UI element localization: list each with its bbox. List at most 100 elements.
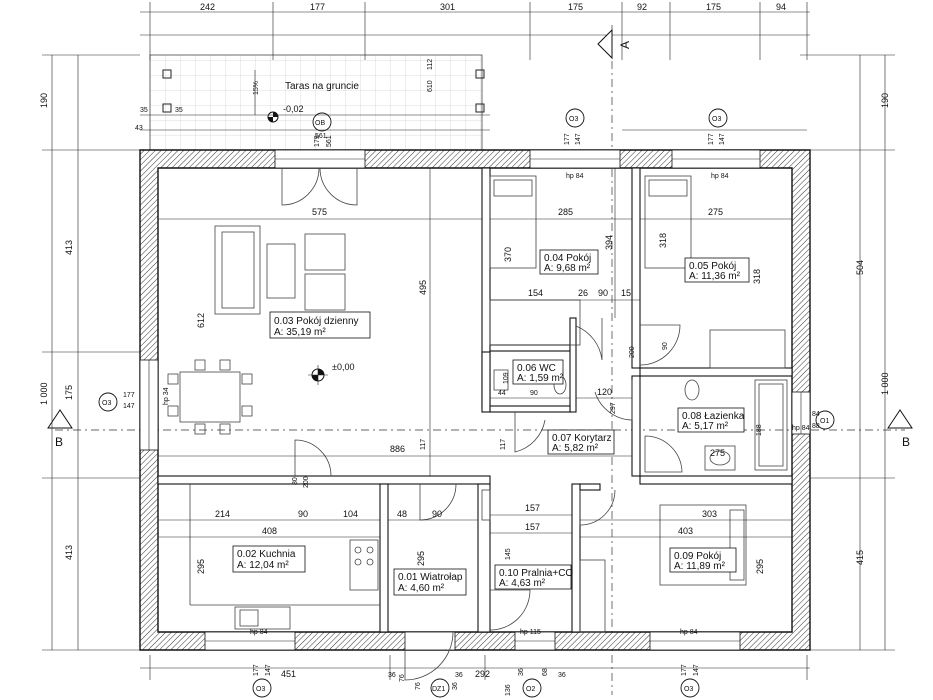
dim-int-104: 104 [343,509,358,519]
window-o3-tr-size-1: 147 [719,133,726,145]
window-o3-tl-size-0: 177 [564,133,571,145]
dim-right-1: 504 [855,260,865,275]
window-tag-o3-west: O3 177 147 [98,392,135,412]
dim-int-26: 26 [578,288,588,298]
dim-int-886: 886 [390,444,405,454]
dim-left-1: 413 [64,240,74,255]
room-name-bedroom-09: 0.09 Pokój [674,551,721,562]
dim-int-318b: 318 [752,269,762,284]
interior-dimensions: 575 285 275 612 495 370 394 318 318 154 … [158,168,792,574]
section-a-label: A [618,41,632,49]
furniture-living-room [167,225,346,435]
furniture-bedrooms [489,175,786,633]
room-label-living: 0.03 Pokój dzienny A: 35,19 m² [269,311,371,339]
dim-int-109: 109 [503,372,510,384]
door-size-200a: 200 [303,476,310,488]
dim-int-275: 275 [708,207,723,217]
dim-int-157b: 157 [525,522,540,532]
section-b-left: B [55,435,63,449]
terrace-dimensions: 35 35 43 275 112 610 [135,59,807,132]
dim-int-90c: 90 [298,509,308,519]
dim-int-90a: 90 [598,288,608,298]
door-size-90: 90 [662,342,669,350]
sill-hp115: hp 115 [520,629,541,636]
window-tag-o3-top-right-label: O3 [712,116,721,123]
doors [281,167,681,681]
room-label-bedroom-05: 0.05 Pokój A: 11,36 m² [684,257,750,283]
window-tag-o1-label: O1 [820,418,829,425]
exterior-walls [139,149,811,651]
window-o3-tl-size-1: 147 [575,133,582,145]
dim-int-117a: 117 [420,439,427,450]
window-o3-br-size-0: 177 [681,664,688,676]
dim-bottom-small-2: 36 [455,672,463,679]
dim-int-117b: 117 [500,439,507,450]
dim-terrace-35: 112 [427,59,434,70]
dim-int-295b: 295 [416,551,426,566]
window-ob-size-2: 561 [326,135,333,147]
dim-int-408: 408 [262,526,277,536]
dim-int-370: 370 [503,247,513,262]
dim-int-318a: 318 [658,233,668,248]
room-label-bedroom-09: 0.09 Pokój A: 11,89 m² [669,547,737,573]
room-name-wc: 0.06 WC [517,363,556,374]
window-ob-size-1: 179 [314,135,321,147]
left-dimension-chain: 190 413 175 1 000 413 [39,54,140,651]
top-dimension-chain: 242 177 301 175 92 175 94 [140,2,810,60]
window-tag-dz1: DZ1 76 36 [415,678,459,698]
window-tag-o2-label: O2 [526,686,535,693]
room-label-bedroom-04: 0.04 Pokój A: 9,68 m² [539,249,599,275]
window-o3-br-size-1: 147 [693,664,700,676]
room-area-laundry: A: 4,63 m² [499,578,546,589]
dim-int-575: 575 [312,207,327,217]
sill-hp34: hp 34 [163,387,170,405]
window-tag-o3-bottom-right: O3 177 147 [680,664,700,698]
room-name-living: 0.03 Pokój dzienny [274,316,359,327]
dim-int-15a: 15 [621,288,631,298]
room-name-kitchen: 0.02 Kuchnia [237,549,296,560]
room-area-vestibule: A: 4,60 m² [398,583,445,594]
dim-int-297: 297 [610,402,617,414]
dim-int-90d: 90 [432,509,442,519]
sill-hp84-e: hp 84 [792,425,810,432]
dim-int-214: 214 [215,509,230,519]
window-tag-o3-top-left: O3 177 147 [564,108,585,145]
dim-bottom-small-4: 36 [558,672,566,679]
dim-int-90b: 90 [530,390,538,397]
dim-terrace-13: 43 [135,125,143,132]
window-tag-o3-bl-label: O3 [256,686,265,693]
sill-hp84-c: hp 84 [250,629,268,636]
terrace-posts [162,69,485,113]
dim-bottom-small-3: 136 [505,684,512,696]
dim-bottom-1: 292 [475,669,490,679]
section-a-line: A [597,25,632,695]
dim-terrace-18a: 35 [140,107,148,114]
room-label-wc: 0.06 WC A: 1,59 m² [512,359,564,385]
dim-int-188: 188 [756,424,763,436]
dim-left-4: 413 [64,545,74,560]
dim-int-48: 48 [397,509,407,519]
furniture-kitchen [189,484,380,630]
dim-int-394: 394 [604,235,614,250]
terrace: Taras na gruncie 15% -0,02 [149,54,485,151]
room-name-bathroom: 0.08 Łazienka [682,411,745,422]
room-area-bedroom-04: A: 9,68 m² [544,263,591,274]
sill-hp84-b: hp 84 [711,173,729,180]
dim-int-157a: 157 [525,503,540,513]
window-tag-o3-bottom-left: O3 177 147 [252,664,272,698]
window-o1-size-1: 88 [812,423,820,430]
room-area-bathroom: A: 5,17 m² [682,421,729,432]
window-o3-bl-size-0: 177 [253,664,260,676]
window-o3-tr-size-0: 177 [708,133,715,145]
room-name-bedroom-04: 0.04 Pokój [544,253,591,264]
window-tag-ob-label: OB [315,120,325,127]
window-tag-o3-top-right: O3 177 147 [708,108,728,145]
dim-right-0: 190 [880,93,890,108]
room-area-bedroom-05: A: 11,36 m² [689,271,741,282]
dim-int-403: 403 [678,526,693,536]
dim-int-145: 145 [505,548,512,560]
room-area-living: A: 35,19 m² [274,327,326,338]
room-name-corridor: 0.07 Korytarz [552,433,611,444]
window-o1-size-0: 84 [812,411,820,418]
dim-left-3: 1 000 [39,382,49,405]
